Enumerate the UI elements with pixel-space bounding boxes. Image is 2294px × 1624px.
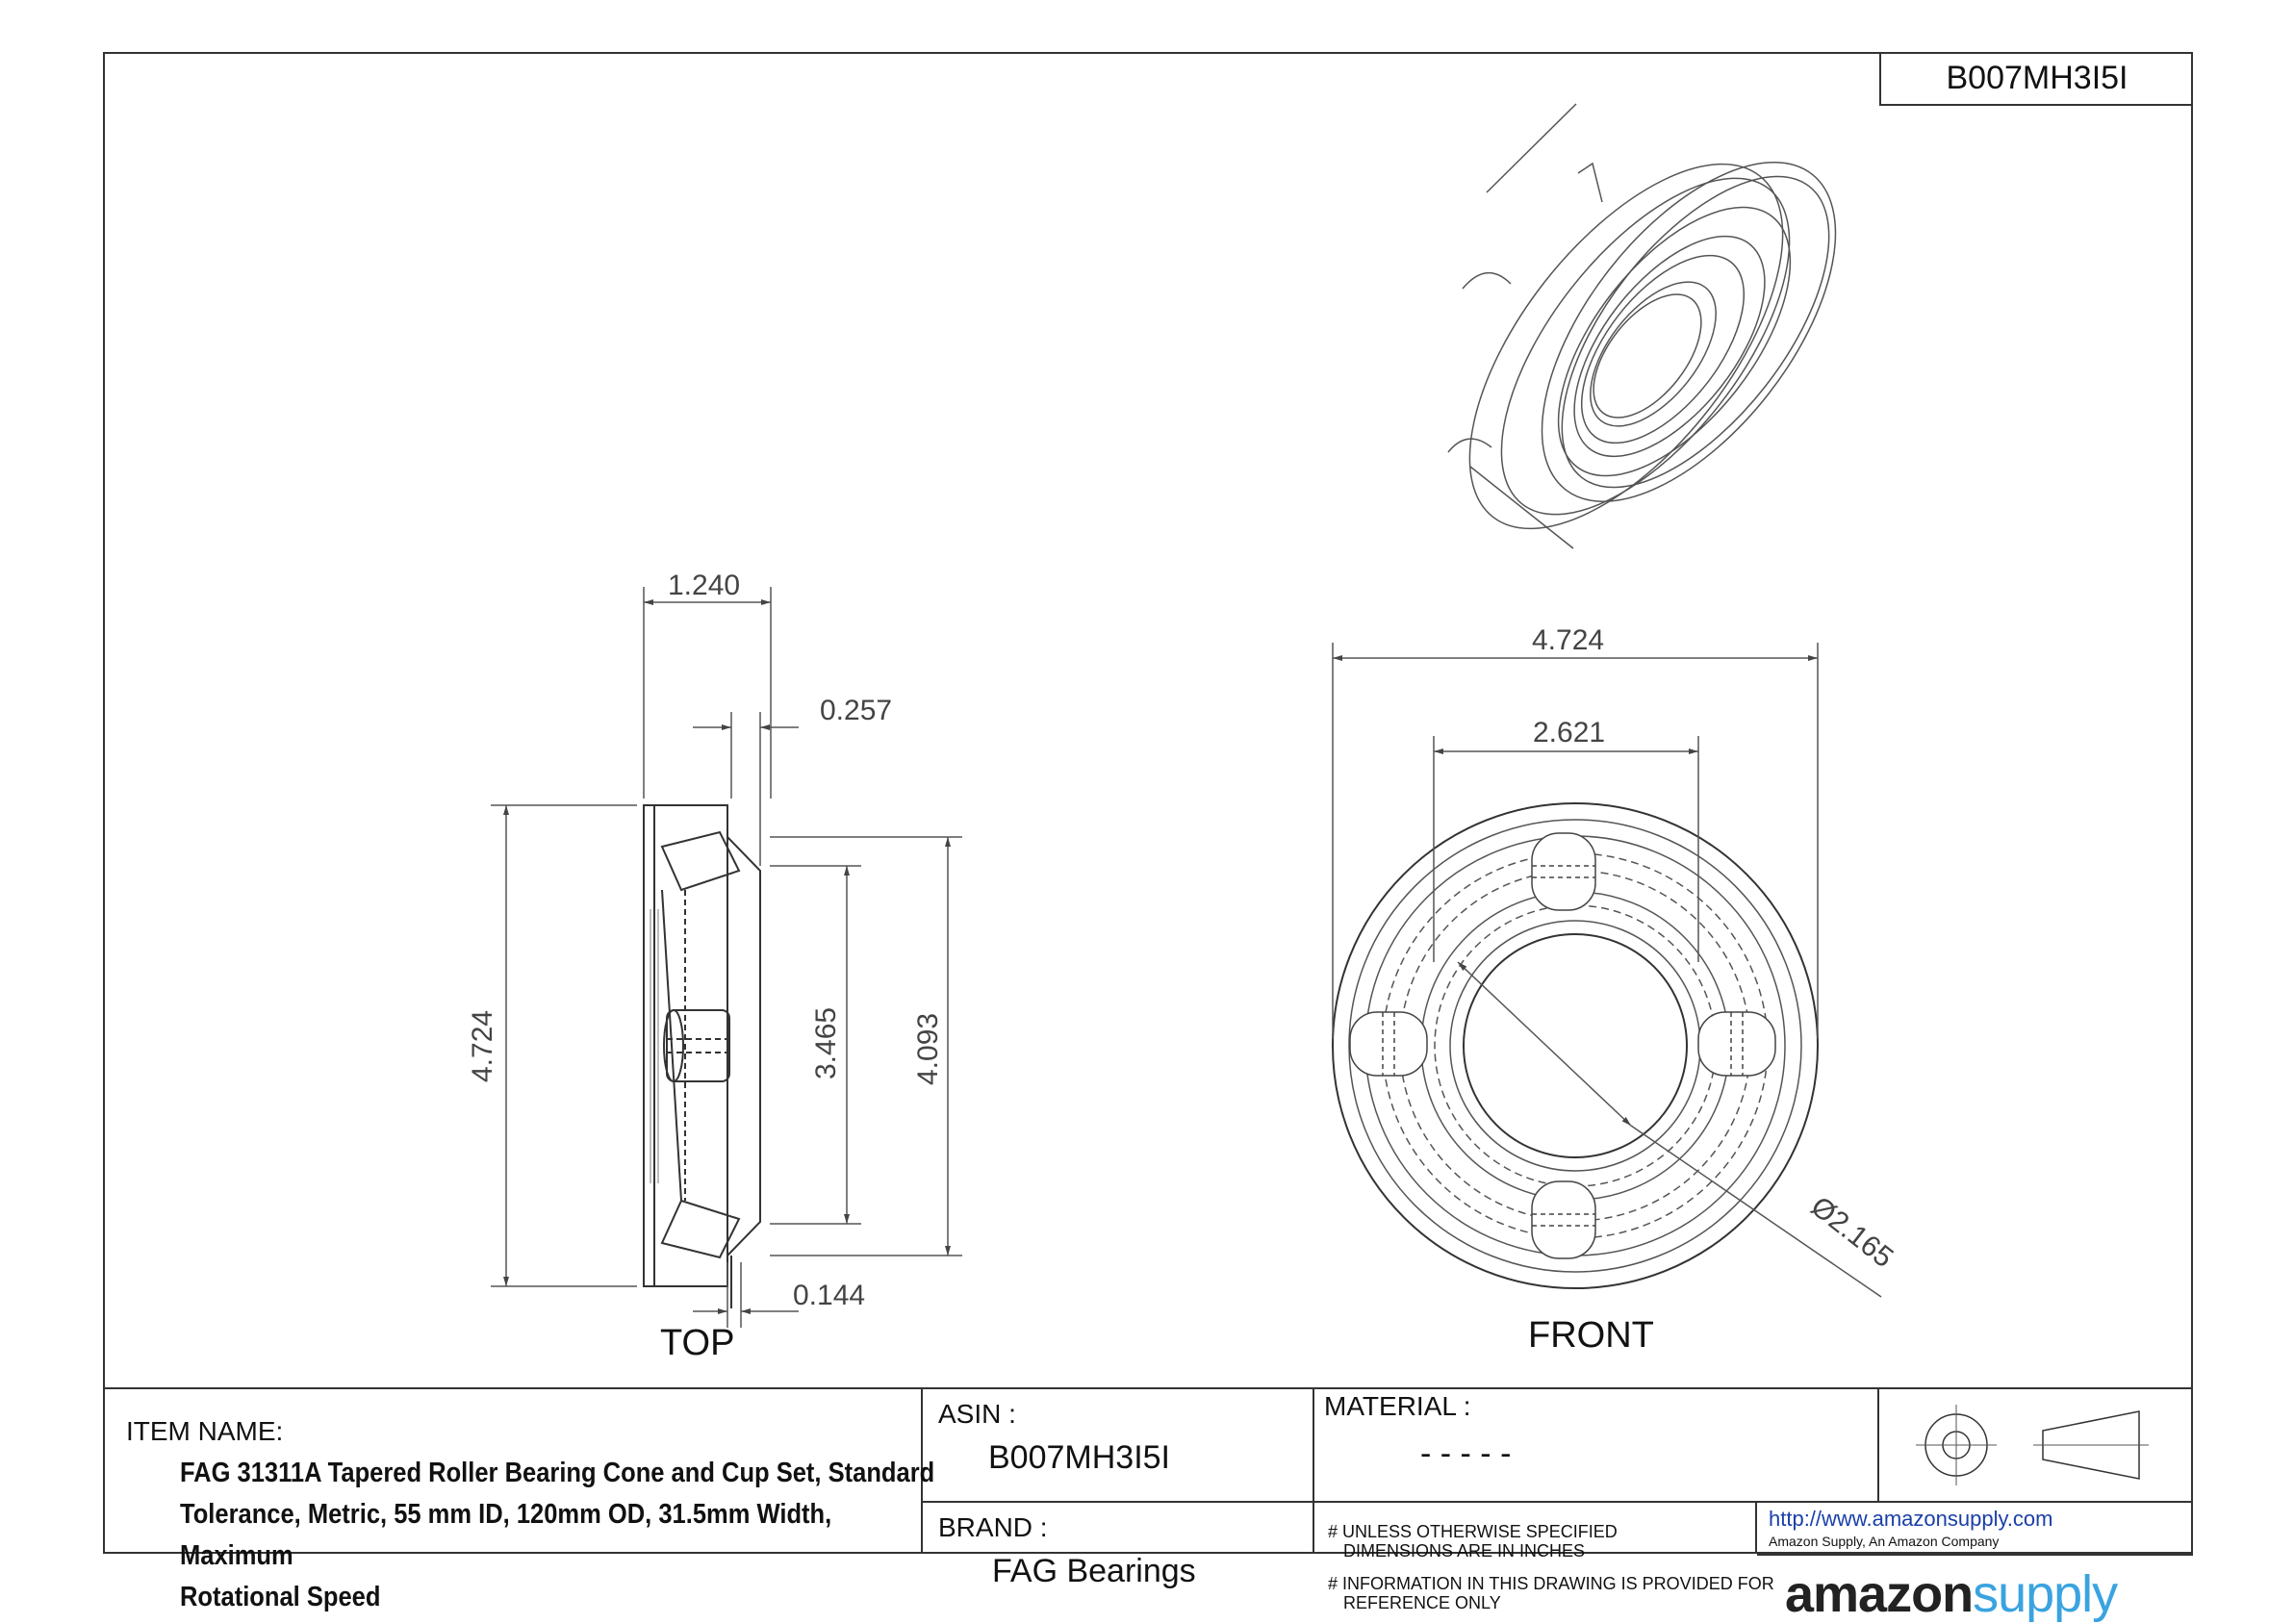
amazon-supply-logo: amazonsupply <box>1785 1564 2118 1624</box>
company-cell: http://www.amazonsupply.com Amazon Suppl… <box>1757 1503 2193 1554</box>
asin-cell: ASIN : B007MH3I5I <box>923 1387 1314 1503</box>
material-label: MATERIAL : <box>1324 1391 1471 1421</box>
top-view-dimension-texts: 1.240 0.257 4.724 3.465 4.093 0.144 TOP <box>467 570 944 1363</box>
third-angle-projection-icon <box>1916 1405 2149 1485</box>
item-name-line: Rotational Speed <box>180 1582 381 1612</box>
front-view-dimension-lines <box>1332 643 1882 1298</box>
top-view-label: TOP <box>660 1323 734 1363</box>
title-block: ITEM NAME: FAG 31311A Tapered Roller Bea… <box>103 1387 2193 1612</box>
dim-top-lip: 0.257 <box>820 695 892 726</box>
asin-value: B007MH3I5I <box>988 1439 1170 1476</box>
dim-top-cup-id: 3.465 <box>810 1007 842 1079</box>
dim-front-roller-circle: 2.621 <box>1533 717 1605 749</box>
item-name-label: ITEM NAME: <box>126 1416 284 1446</box>
brand-value: FAG Bearings <box>992 1553 1196 1589</box>
top-view-outline <box>643 804 761 1308</box>
roller-left <box>1349 1011 1428 1077</box>
dim-front-od: 4.724 <box>1532 624 1604 656</box>
dim-top-offset: 0.144 <box>793 1280 865 1311</box>
roller-right <box>1697 1011 1776 1077</box>
company-divider <box>1757 1554 2193 1556</box>
projection-symbol-cell <box>1879 1387 2193 1503</box>
isometric-view <box>1447 103 1837 549</box>
roller-top <box>1531 832 1596 911</box>
front-view-label: FRONT <box>1528 1315 1654 1356</box>
title-block-border <box>103 1387 2193 1554</box>
material-value: - - - - - <box>1420 1435 1512 1472</box>
drawing-sheet-border <box>103 52 2193 1554</box>
item-name-line: FAG 31311A Tapered Roller Bearing Cone a… <box>180 1458 935 1488</box>
material-cell: MATERIAL : - - - - - <box>1314 1387 1879 1503</box>
asin-label: ASIN : <box>938 1399 1016 1429</box>
company-name: Amazon Supply, An Amazon Company <box>1769 1534 2000 1549</box>
note-units-line2: DIMENSIONS ARE IN INCHES <box>1343 1541 1586 1561</box>
roller-bottom <box>1531 1180 1596 1259</box>
logo-supply-text: supply <box>1973 1565 2118 1623</box>
item-name-line: Tolerance, Metric, 55 mm ID, 120mm OD, 3… <box>180 1499 832 1571</box>
brand-cell: BRAND : <box>923 1503 1314 1554</box>
company-url-link[interactable]: http://www.amazonsupply.com <box>1769 1507 2053 1531</box>
brand-label: BRAND : <box>938 1512 1048 1542</box>
note-reference-line1: # INFORMATION IN THIS DRAWING IS PROVIDE… <box>1328 1574 1774 1593</box>
part-number: B007MH3I5I <box>1946 59 2128 96</box>
dim-top-od: 4.724 <box>467 1010 498 1082</box>
dim-front-bore: Ø2.165 <box>1805 1191 1899 1275</box>
item-name-description: FAG 31311A Tapered Roller Bearing Cone a… <box>180 1453 942 1618</box>
item-name-cell: ITEM NAME: FAG 31311A Tapered Roller Bea… <box>103 1387 934 1612</box>
note-units-line1: # UNLESS OTHERWISE SPECIFIED <box>1328 1522 1618 1541</box>
dim-top-cone-od: 4.093 <box>912 1013 944 1085</box>
notes-cell: # UNLESS OTHERWISE SPECIFIED DIMENSIONS … <box>1314 1503 1757 1561</box>
dim-top-width: 1.240 <box>668 570 740 601</box>
part-number-box: B007MH3I5I <box>1879 52 2193 106</box>
note-reference-line2: REFERENCE ONLY <box>1343 1593 1501 1612</box>
logo-amazon-text: amazon <box>1785 1565 1974 1623</box>
top-view-dimension-lines <box>491 587 962 1328</box>
front-view-rollers <box>1349 832 1776 1259</box>
